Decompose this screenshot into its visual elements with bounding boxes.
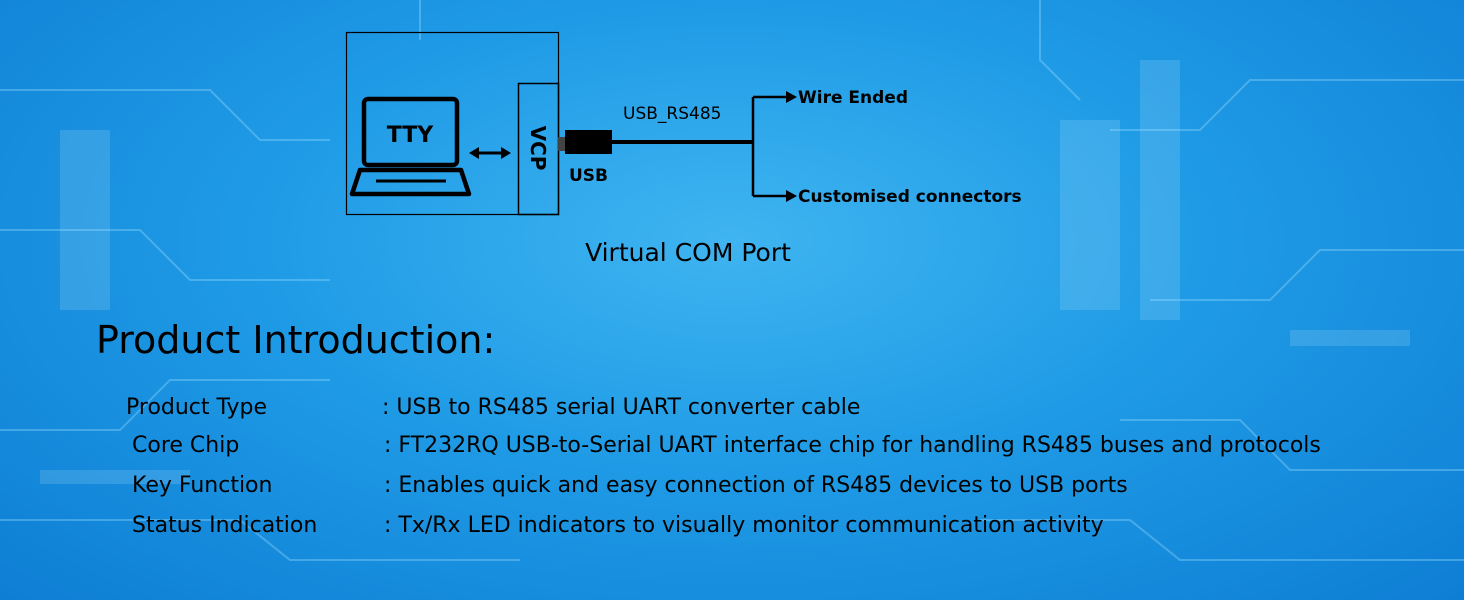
spec-value-key-function: : Enables quick and easy connection of R…	[384, 473, 1128, 498]
double-arrow-icon	[469, 147, 511, 159]
tty-label: TTY	[387, 123, 435, 148]
spec-value-product-type: : USB to RS485 serial UART converter cab…	[382, 395, 861, 420]
arrow-right-icon	[753, 91, 797, 103]
vcp-label: VCP	[526, 126, 550, 171]
usb-label: USB	[569, 166, 608, 186]
arrow-right-icon	[753, 190, 797, 202]
spec-value-status-indication: : Tx/Rx LED indicators to visually monit…	[384, 513, 1104, 538]
virtual-com-port-diagram: TTY VCP USB USB_RS485 Wire Ended Customi…	[345, 31, 1022, 267]
customised-connectors-label: Customised connectors	[798, 187, 1022, 207]
diagram-caption: Virtual COM Port	[585, 238, 791, 267]
usb-plug-icon	[558, 130, 612, 154]
spec-label-core-chip: Core Chip	[132, 433, 240, 458]
page-title: Product Introduction:	[96, 318, 496, 362]
host-box	[345, 31, 560, 216]
spec-label-status-indication: Status Indication	[132, 513, 318, 538]
spec-value-core-chip: : FT232RQ USB-to-Serial UART interface c…	[384, 433, 1321, 458]
spec-label-product-type: Product Type	[126, 395, 268, 420]
laptop-icon	[349, 96, 472, 197]
wire-ended-label: Wire Ended	[798, 88, 908, 108]
cable-label: USB_RS485	[623, 104, 721, 124]
spec-label-key-function: Key Function	[132, 473, 273, 498]
